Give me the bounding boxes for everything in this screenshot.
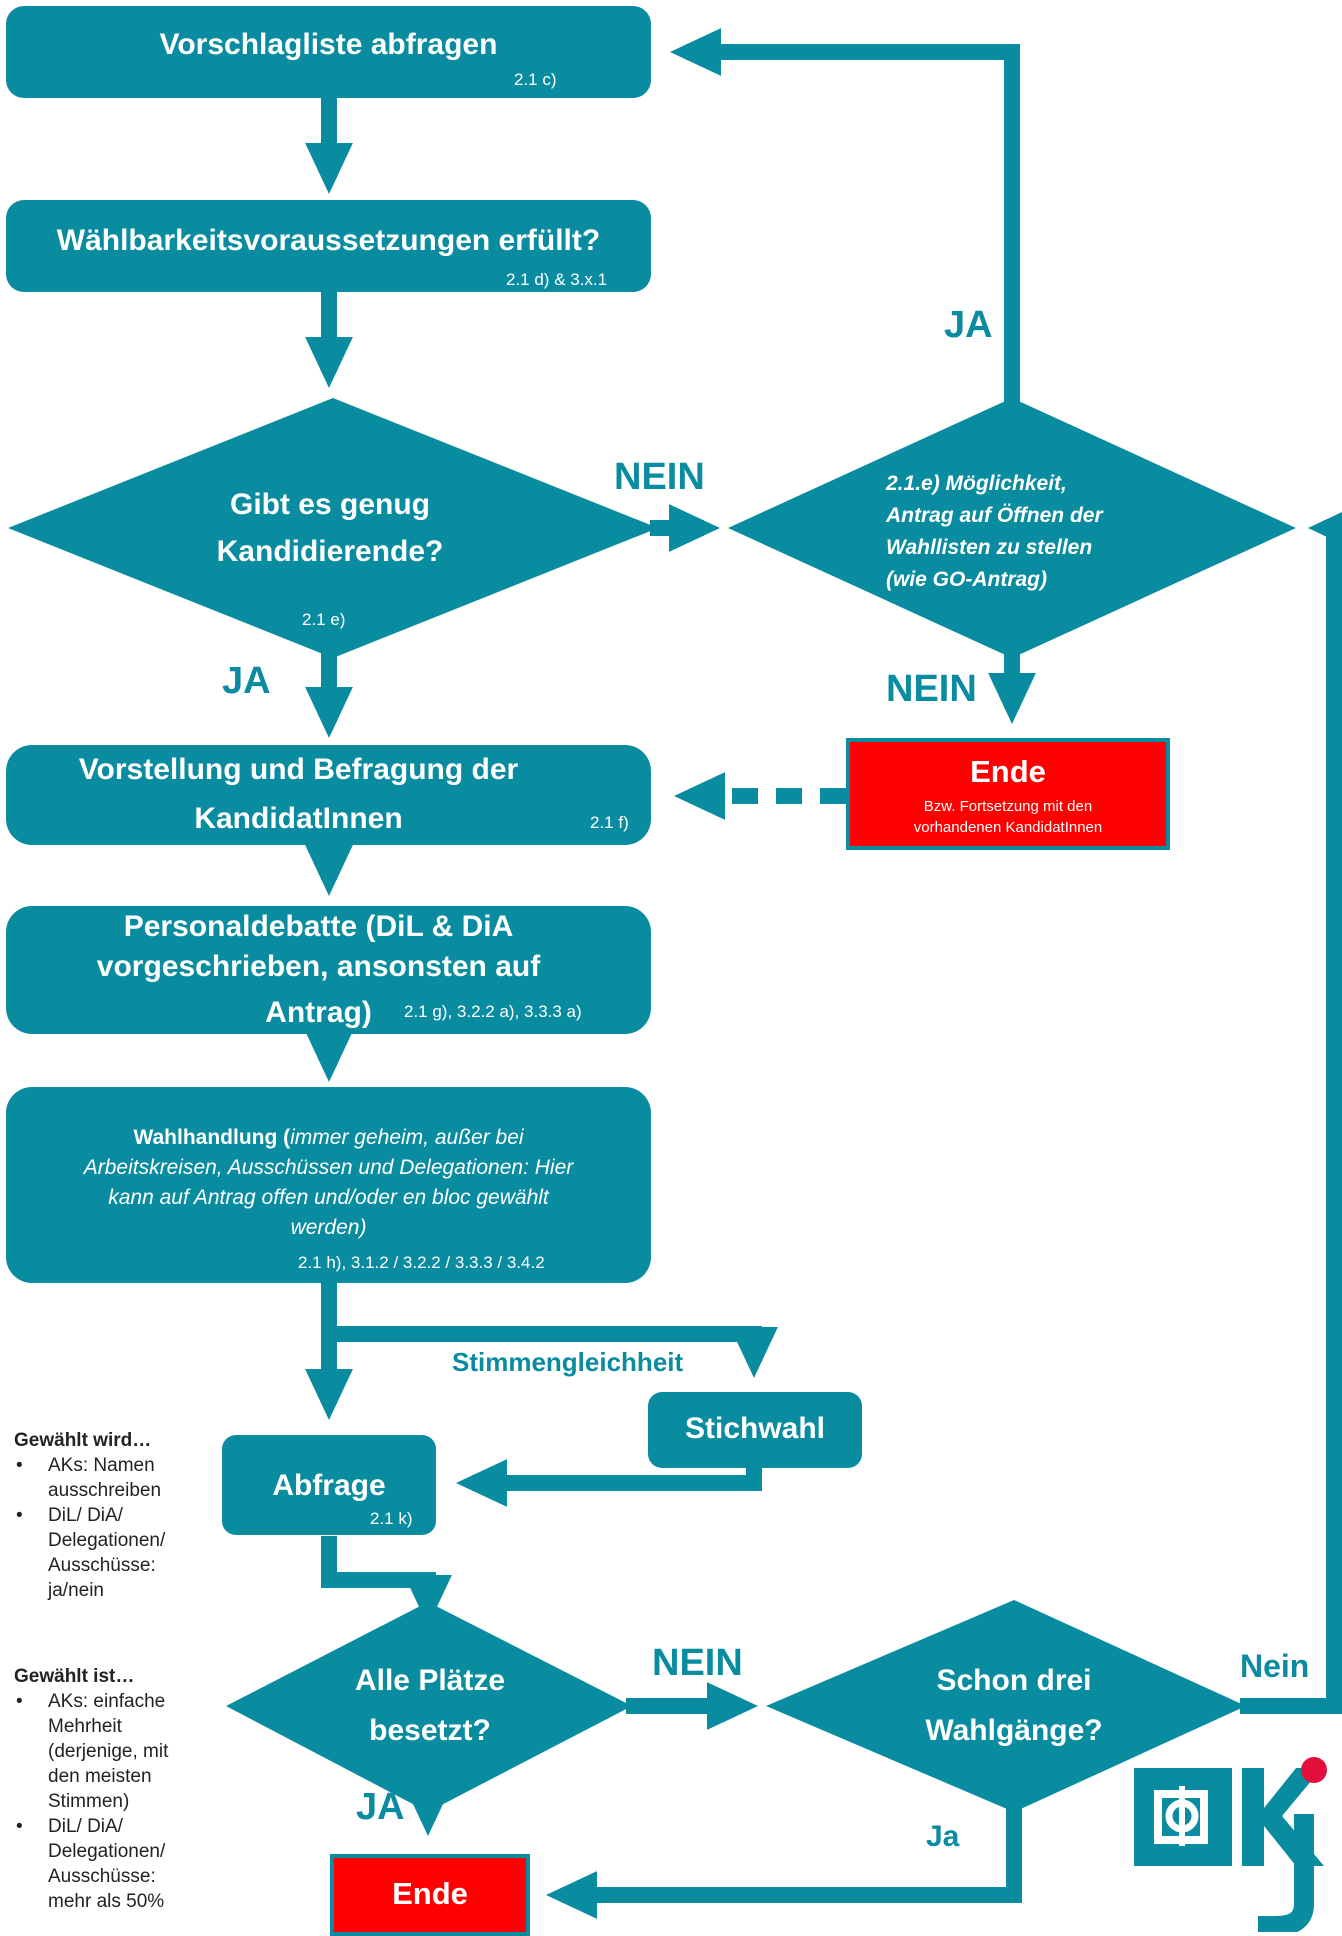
edge-label-stimmengleichheit: Stimmengleichheit — [452, 1347, 684, 1377]
wahlhandlung-italic3: kann auf Antrag offen und/oder en bloc g… — [108, 1186, 549, 1209]
node-title: Vorschlagliste abfragen — [159, 28, 498, 61]
node-wahlhandlung: Wahlhandlung (immer geheim, außer bei Ar… — [6, 1087, 651, 1283]
node-abfrage: Abfrage 2.1 k) — [222, 1435, 436, 1535]
ref-label: 2.1 c) — [514, 70, 557, 89]
edge-label-ja-drei: Ja — [926, 1820, 960, 1853]
ref-label: 2.1 d) & 3.x.1 — [506, 270, 608, 289]
edge-label-ja-top: JA — [944, 304, 993, 346]
edge-label-nein-drei: Nein — [1240, 1648, 1310, 1684]
sidebar-item: DiL/ DiA/ Delegationen/ Ausschüsse: ja/n… — [14, 1503, 214, 1603]
diamond-genug-kandidierende — [8, 398, 658, 658]
diamond-drei-line1: Schon drei — [936, 1664, 1092, 1697]
diamond-genug-line1: Gibt es genug — [229, 488, 430, 521]
ref-label: 2.1 f) — [590, 813, 629, 832]
diamond-drei-line2: Wahlgänge? — [925, 1714, 1103, 1747]
diamond-genug-ref: 2.1 e) — [302, 610, 346, 629]
ref-label: 2.1 g), 3.2.2 a), 3.3.3 a) — [404, 1002, 582, 1021]
diamond-moeglichkeit-text: 2.1.e) Möglichkeit, Antrag auf Öffnen de… — [886, 468, 1103, 596]
node-ende-final: Ende — [330, 1854, 530, 1936]
arrow-drei-nein-to-moeglichkeit — [1240, 504, 1342, 1714]
edge-label-nein-genug: NEIN — [614, 456, 705, 498]
debatte-line3: Antrag) — [265, 996, 372, 1029]
ref-label: 2.1 k) — [370, 1509, 413, 1528]
vorstellung-line2: KandidatInnen — [194, 802, 403, 835]
wahlhandlung-italic2: Arbeitskreisen, Ausschüssen und Delegati… — [83, 1156, 574, 1179]
sidebar-title: Gewählt wird… — [14, 1430, 152, 1451]
stichwahl-title: Stichwahl — [684, 1412, 826, 1445]
moeglichkeit-line3: Wahllisten zu stellen — [886, 536, 1093, 559]
node-vorschlagliste-abfragen: Vorschlagliste abfragen 2.1 c) — [6, 6, 651, 98]
wahlhandlung-text: Wahlhandlung (immer geheim, außer bei Ar… — [6, 1123, 651, 1243]
edge-label-nein-moeglichkeit: NEIN — [886, 668, 977, 710]
edge-label-nein-plaetze: NEIN — [652, 1642, 743, 1684]
edge-label-ja-plaetze: JA — [356, 1786, 405, 1828]
ende-final-title: Ende — [392, 1876, 468, 1911]
sidebar-title: Gewählt ist… — [14, 1666, 135, 1687]
ende-sub1: Bzw. Fortsetzung mit den — [923, 798, 1093, 815]
wahlhandlung-bold: Wahlhandlung ( — [133, 1126, 291, 1149]
node-title: Wählbarkeitsvoraussetzungen erfüllt? — [56, 224, 601, 257]
diamond-moeglichkeit — [728, 398, 1296, 658]
wahlhandlung-italic1: immer geheim, außer bei — [290, 1126, 524, 1149]
abfrage-title: Abfrage — [272, 1469, 386, 1502]
ende-title: Ende — [970, 754, 1046, 789]
bdkj-logo — [1134, 1757, 1327, 1932]
debatte-line1: Personaldebatte (DiL & DiA — [123, 910, 514, 943]
node-personaldebatte: Personaldebatte (DiL & DiA vorgeschriebe… — [6, 906, 651, 1034]
sidebar-gewaehlt-wird: Gewählt wird… AKs: Namen ausschreiben Di… — [14, 1428, 214, 1603]
debatte-line2: vorgeschrieben, ansonsten auf — [96, 950, 541, 983]
ende-sub2: vorhandenen KandidatInnen — [913, 819, 1103, 836]
sidebar-item: AKs: Namen ausschreiben — [14, 1453, 214, 1503]
arrow-wahlhandlung-to-stichwahl — [329, 1326, 778, 1378]
diamond-drei-wahlgaenge — [766, 1600, 1246, 1812]
arrow-stichwahl-to-abfrage — [456, 1459, 762, 1507]
diamond-plaetze-line1: Alle Plätze — [354, 1664, 506, 1697]
sidebar-item: DiL/ DiA/ Delegationen/ Ausschüsse: mehr… — [14, 1814, 214, 1914]
sidebar-gewaehlt-ist: Gewählt ist… AKs: einfache Mehrheit (der… — [14, 1664, 214, 1914]
node-stichwahl: Stichwahl — [648, 1392, 862, 1468]
moeglichkeit-line2: Antrag auf Öffnen der — [886, 504, 1103, 527]
edge-label-ja-genug: JA — [222, 660, 271, 702]
diamond-alle-plaetze — [226, 1602, 632, 1812]
wahlhandlung-italic4: werden) — [290, 1216, 367, 1239]
diamond-genug-line2: Kandidierende? — [216, 535, 444, 568]
arrow-abfrage-to-plaetze — [321, 1536, 452, 1626]
moeglichkeit-line4: (wie GO-Antrag) — [886, 568, 1047, 591]
moeglichkeit-line1: 2.1.e) Möglichkeit, — [886, 472, 1067, 495]
node-ende-fortsetzung: Ende Bzw. Fortsetzung mit den vorhandene… — [846, 738, 1170, 850]
node-waehlbarkeit: Wählbarkeitsvoraussetzungen erfüllt? 2.1… — [6, 200, 651, 292]
sidebar-item: AKs: einfache Mehrheit (derjenige, mit d… — [14, 1689, 214, 1814]
vorstellung-line1: Vorstellung und Befragung der — [78, 753, 519, 786]
arrow-drei-ja-to-ende — [546, 1806, 1022, 1919]
ref-label: 2.1 h), 3.1.2 / 3.2.2 / 3.3.3 / 3.4.2 — [298, 1253, 545, 1272]
arrow-moeglichkeit-ja-to-vorschlag — [670, 28, 1020, 404]
diamond-plaetze-line2: besetzt? — [369, 1714, 491, 1747]
node-vorstellung-befragung: Vorstellung und Befragung der KandidatIn… — [6, 745, 651, 845]
